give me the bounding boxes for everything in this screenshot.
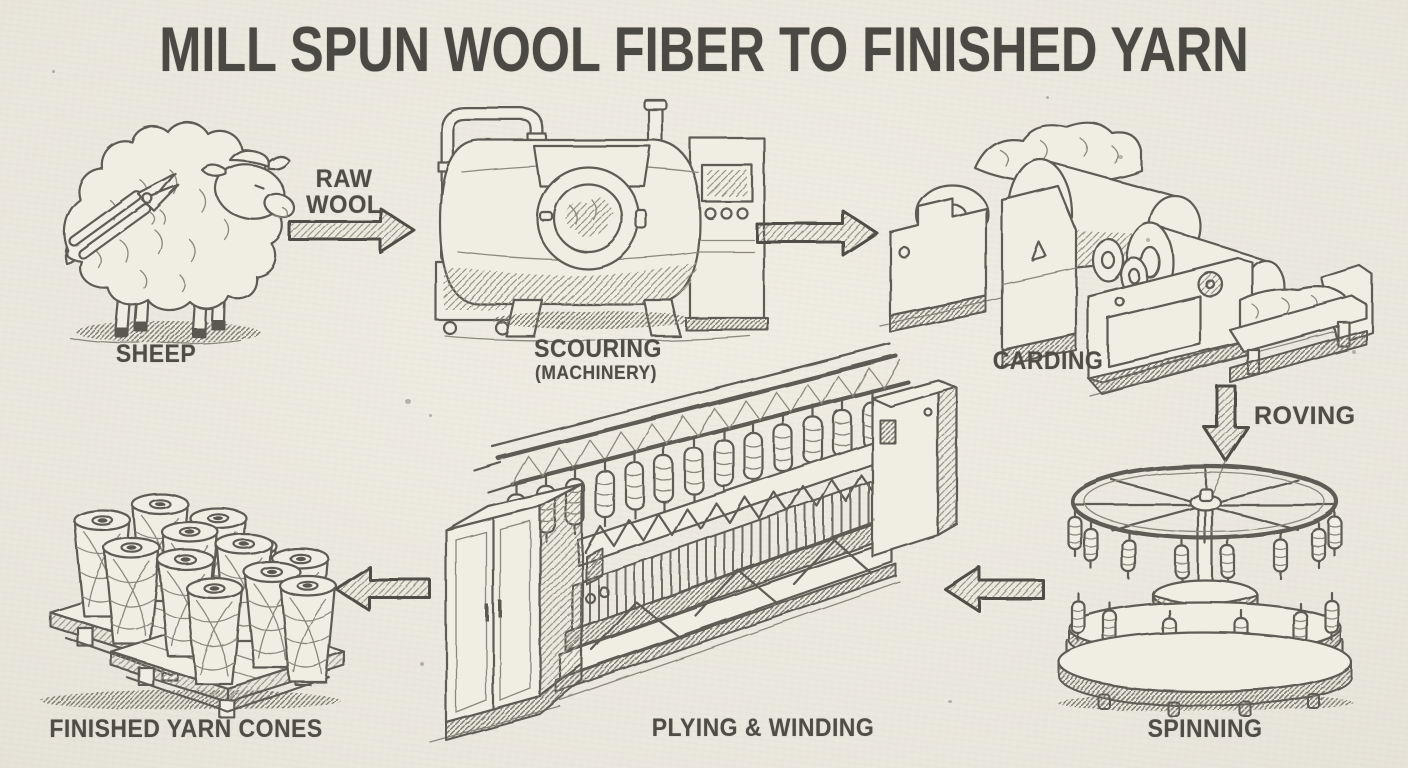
poster-title: MILL SPUN WOOL FIBER TO FINISHED YARN (159, 15, 1249, 85)
paper-speck (52, 70, 55, 73)
flow-label-raw-wool: RAW WOOL (306, 165, 382, 220)
arrow-spinning-to-plying (943, 565, 1045, 613)
paper-speck (1118, 155, 1123, 159)
stage-label-spinning: SPINNING (1147, 715, 1263, 743)
stage-label-sheep: SHEEP (115, 340, 197, 368)
stage-label-scouring: SCOURING (534, 335, 662, 363)
carding-machine-illustration (879, 121, 1374, 397)
paper-speck (420, 662, 424, 666)
spinning-machine-illustration (1057, 460, 1353, 717)
stage-label-plying-winding: PLYING & WINDING (651, 714, 875, 742)
scouring-machine-illustration (434, 98, 769, 342)
paper-speck (1146, 238, 1150, 242)
paper-speck (872, 518, 875, 521)
sheep-illustration (63, 121, 296, 345)
plying-winding-machine-illustration (429, 342, 959, 743)
paper-speck (948, 700, 952, 703)
arrow-scouring-to-carding (755, 209, 879, 257)
paper-speck (1046, 96, 1049, 99)
stage-label-finished-yarn-cones: FINISHED YARN CONES (49, 715, 323, 743)
paper-speck (1352, 350, 1356, 354)
paper-speck (429, 414, 432, 417)
arrow-raw-wool (288, 207, 417, 255)
arrow-plying-to-cones (334, 565, 432, 613)
arrow-roving (1202, 384, 1250, 463)
flow-label-roving: ROVING (1254, 402, 1356, 430)
paper-speck (405, 399, 411, 404)
stage-label-carding: CARDING (992, 347, 1104, 375)
stage-sublabel-scouring: (MACHINERY) (535, 363, 657, 384)
finished-yarn-cones-illustration (40, 492, 346, 720)
